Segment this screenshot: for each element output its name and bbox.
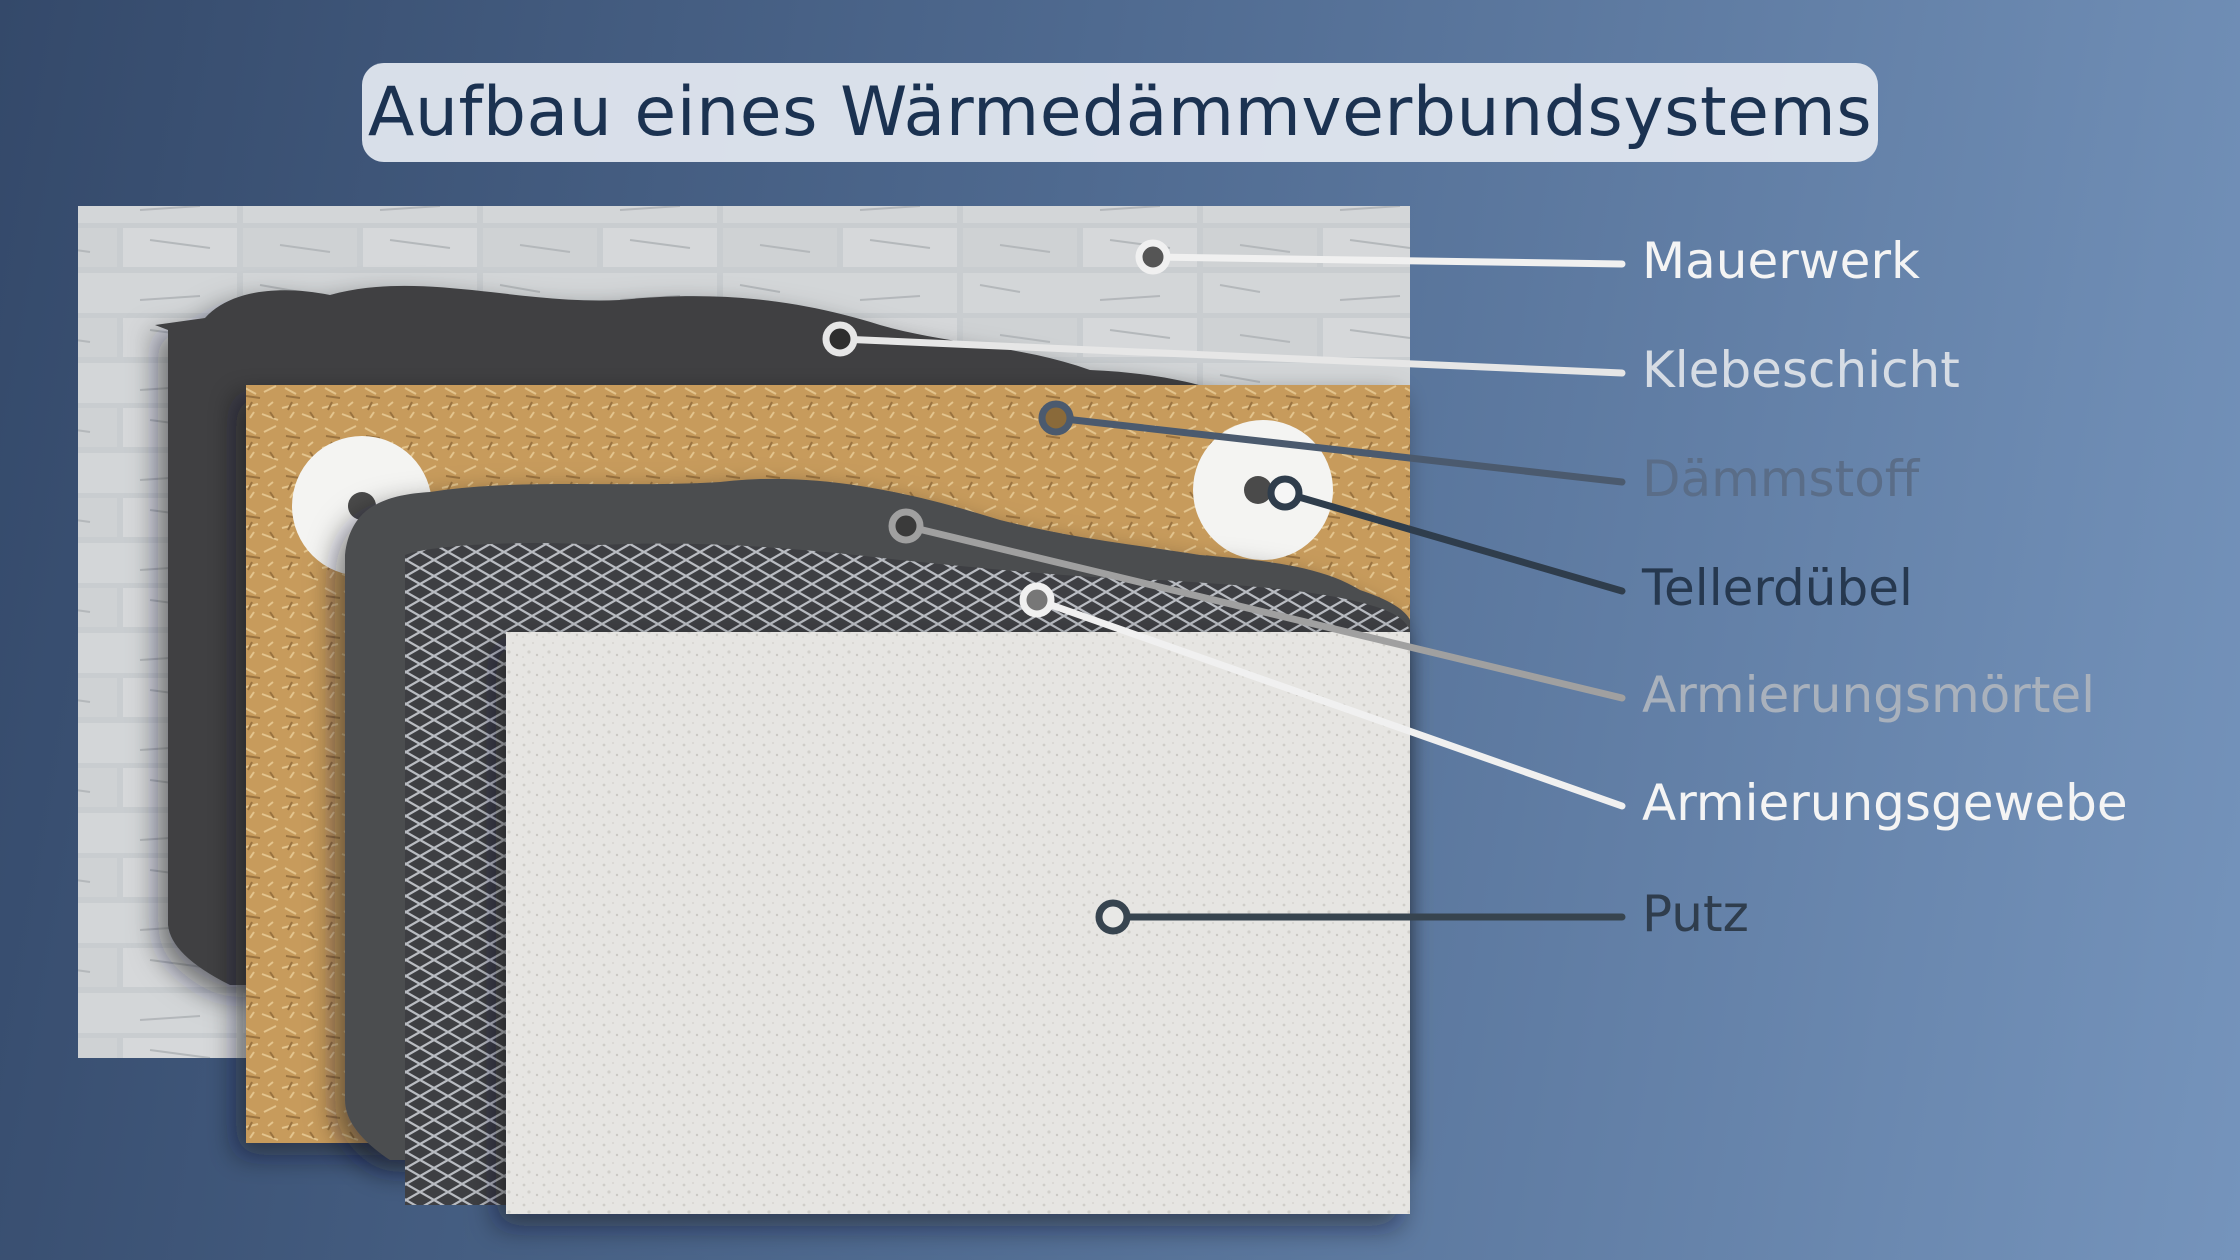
marker-tellerduebel (1267, 475, 1303, 511)
diagram-title: Aufbau eines Wärmedämmverbundsystems (367, 73, 1873, 152)
label-mauerwerk: Mauerwerk (1642, 232, 1920, 290)
leader-line-mauerwerk (1149, 253, 1626, 268)
label-armierungsgewebe: Armierungsgewebe (1642, 774, 2128, 832)
marker-mauerwerk (1135, 239, 1171, 275)
layer-putz (506, 632, 1410, 1214)
leader-line-klebeschicht (836, 335, 1626, 377)
tellerduebel-right (1193, 420, 1333, 560)
leader-lines (822, 239, 1626, 935)
label-klebeschicht: Klebeschicht (1642, 341, 1960, 399)
leader-line-daemmstoff (1052, 414, 1626, 486)
leader-line-armierungsgewebe (1033, 596, 1626, 810)
leader-line-tellerduebel (1281, 489, 1626, 595)
marker-armierungsmoertel (888, 508, 924, 544)
leader-line-armierungsmoertel (902, 522, 1626, 702)
marker-daemmstoff (1038, 400, 1074, 436)
title-box: Aufbau eines Wärmedämmverbundsystems (362, 63, 1878, 162)
label-daemmstoff: Dämmstoff (1642, 450, 1920, 508)
label-tellerduebel: Tellerdübel (1642, 559, 1913, 617)
label-armierungsmoertel: Armierungsmörtel (1642, 666, 2096, 724)
marker-klebeschicht (822, 321, 858, 357)
marker-armierungsgewebe (1019, 582, 1055, 618)
marker-putz (1095, 899, 1131, 935)
label-putz: Putz (1642, 885, 1749, 943)
